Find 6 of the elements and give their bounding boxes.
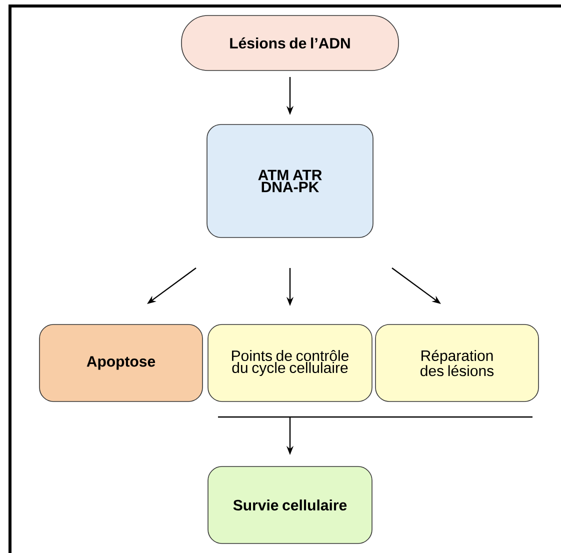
pill-box: Lésions de l’ADN [181,15,399,71]
rounded-box: ATM ATR DNA-PK [206,124,374,238]
rounded-box: Survie cellulaire [208,466,372,544]
rounded-box: Réparation des lésions [375,324,539,402]
rounded-box: Apoptose [39,324,203,402]
rounded-box: Points de contrôle du cycle cellulaire [208,324,372,402]
